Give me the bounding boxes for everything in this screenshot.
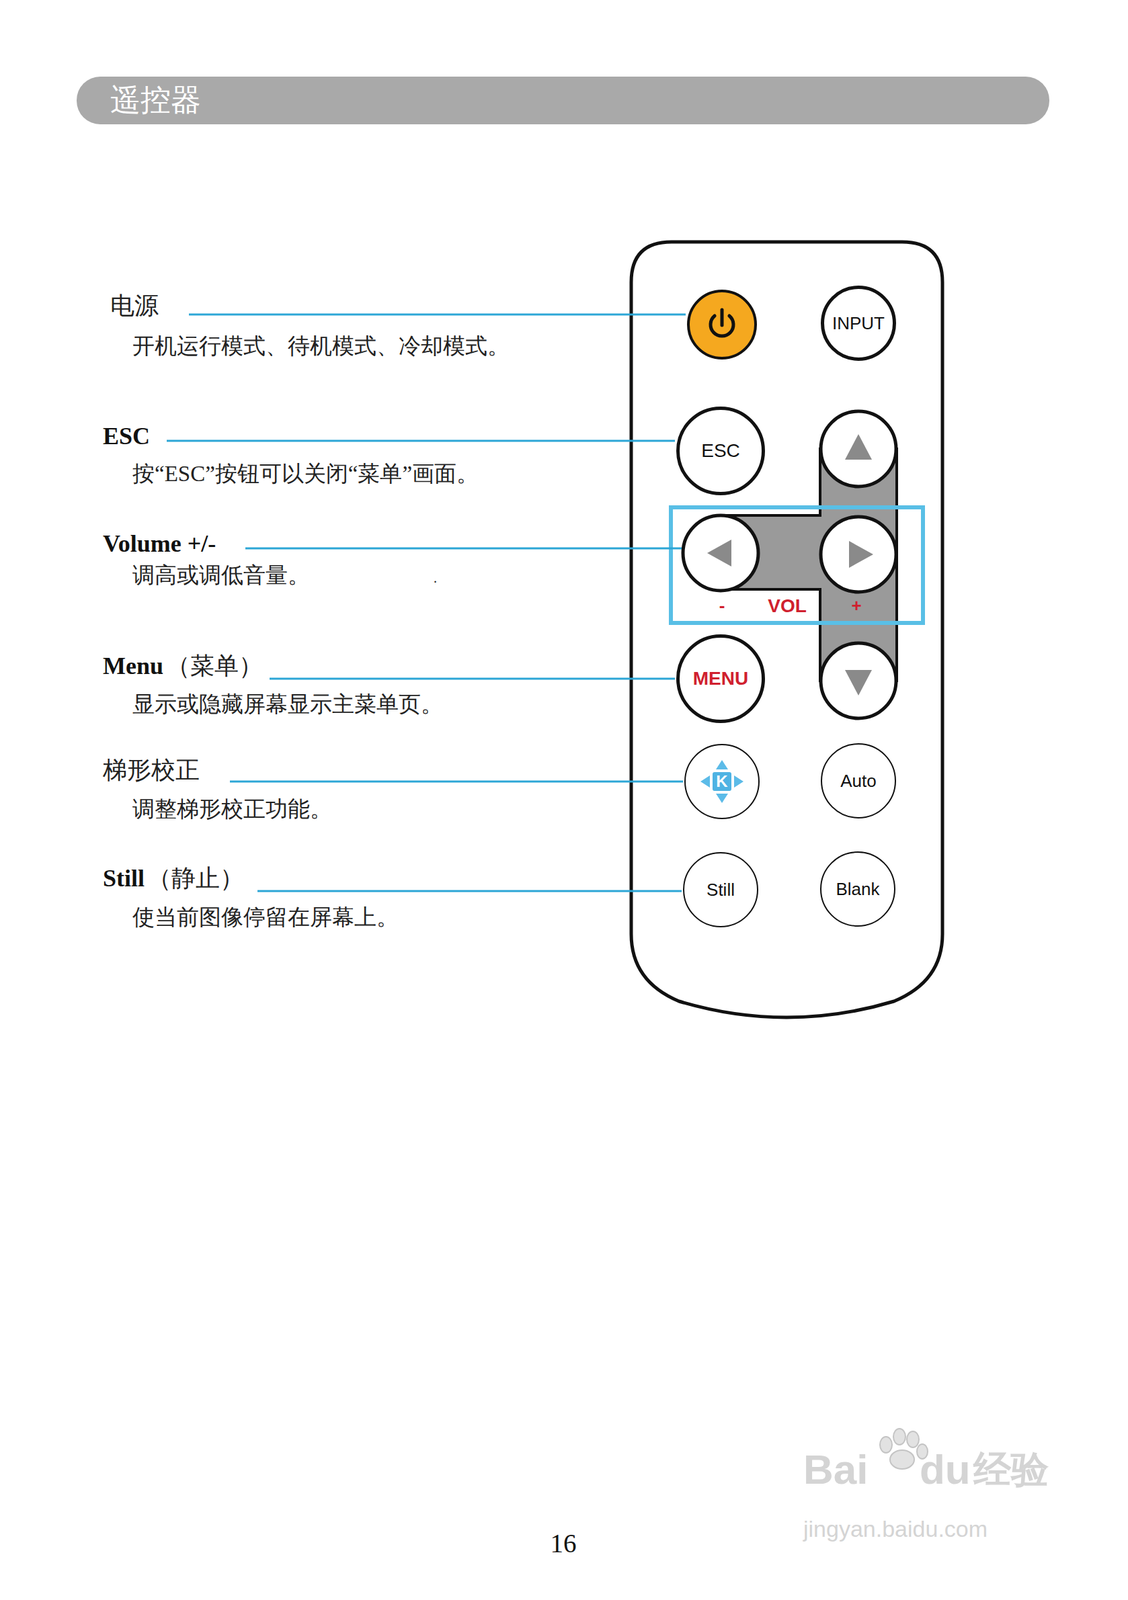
vol-minus: -: [719, 595, 726, 617]
button-label: Blank: [835, 879, 880, 901]
callout-description: 调高或调低音量。: [132, 562, 310, 590]
button-label: K: [712, 772, 731, 792]
callout-heading: 梯形校正: [102, 756, 200, 786]
page-title: 遥控器: [110, 82, 201, 119]
button-label: INPUT: [832, 313, 885, 335]
left-button: [682, 515, 759, 591]
right-button: [820, 516, 897, 593]
power-icon: [720, 309, 724, 326]
callout-heading: （菜单）: [166, 652, 263, 681]
button-label: Auto: [840, 771, 877, 792]
watermark: Bai: [803, 1445, 868, 1496]
leader-line: [229, 781, 683, 784]
menu-button: MENU: [676, 634, 765, 724]
arrow-left: [707, 539, 732, 567]
callout-description: 显示或隐藏屏幕显示主菜单页。: [132, 691, 443, 719]
button-label: Still: [706, 879, 735, 901]
leader-line: [245, 547, 682, 550]
page-number: 16: [550, 1528, 577, 1561]
leader-line: [188, 313, 686, 316]
blank-button: Blank: [820, 851, 896, 928]
keystone-arrow: [734, 775, 744, 788]
stray-dot: .: [433, 570, 437, 587]
auto-button: Auto: [820, 743, 897, 819]
callout-heading: Still: [102, 864, 145, 894]
callout-heading: ESC: [102, 422, 150, 452]
callout-description: 开机运行模式、待机模式、冷却模式。: [132, 333, 510, 361]
title-bar: [76, 76, 1050, 125]
volume-highlight: [670, 507, 923, 624]
keystone-arrow: [715, 760, 729, 770]
leader-line: [269, 678, 675, 681]
callout-description: 调整梯形校正功能。: [132, 796, 333, 824]
esc-button: ESC: [676, 406, 765, 496]
input-button: INPUT: [820, 285, 897, 361]
vol-plus: +: [851, 595, 862, 617]
down-button: [820, 643, 897, 719]
callout-heading: Menu: [102, 652, 164, 681]
arrow-down: [844, 670, 872, 696]
keystone-button: K: [684, 744, 760, 820]
arrow-up: [844, 434, 872, 460]
watermark: jingyan.baidu.com: [803, 1515, 988, 1544]
keystone-arrow: [700, 775, 710, 788]
watermark: du: [919, 1445, 971, 1496]
up-button: [820, 411, 897, 487]
still-button: Still: [682, 852, 759, 928]
callout-heading: Volume +/-: [102, 529, 216, 559]
leader-line: [257, 890, 682, 893]
leader-line: [166, 440, 675, 443]
watermark: 经验: [973, 1447, 1049, 1493]
callout-description: 按“ESC”按钮可以关闭“菜单”画面。: [132, 461, 479, 489]
button-label: MENU: [693, 668, 749, 690]
vol-label: VOL: [767, 594, 807, 618]
arrow-right: [849, 541, 874, 569]
callout-description: 使当前图像停留在屏幕上。: [132, 904, 399, 932]
remote-body: [631, 242, 943, 1018]
button-label: ESC: [701, 440, 741, 462]
keystone-arrow: [715, 793, 729, 804]
callout-heading: 电源: [110, 291, 159, 321]
callout-heading: （静止）: [147, 864, 245, 894]
power-button: [688, 291, 756, 359]
